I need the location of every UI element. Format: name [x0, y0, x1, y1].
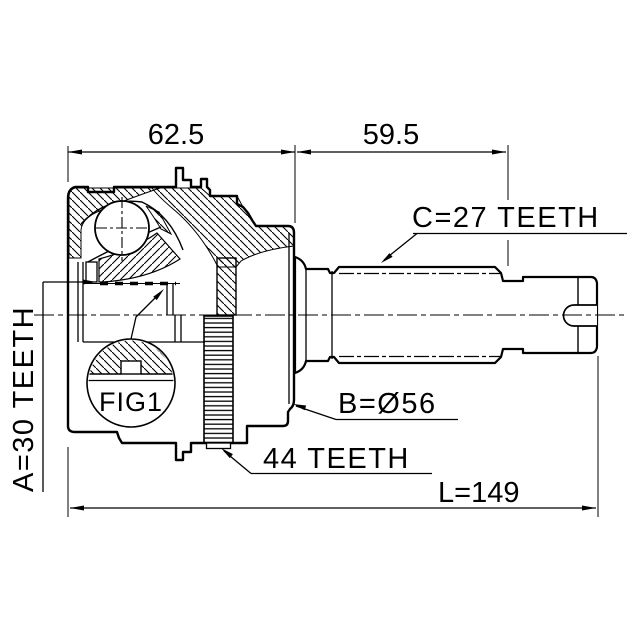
dim-arrow-left: [68, 149, 82, 155]
callout-inner-spline: A=30 TEETH: [8, 279, 96, 492]
inner-spline-label: A=30 TEETH: [8, 306, 40, 492]
fig1-spline-notch: [120, 360, 142, 375]
dim-arrow-left: [70, 505, 84, 511]
dim-arrow-right: [281, 149, 295, 155]
cage-curve: [141, 201, 184, 251]
dimension-overall-length: L=149: [67, 356, 599, 517]
body-diameter-label: B=Ø56: [338, 388, 437, 420]
abs-tone-ring: [203, 257, 237, 450]
cage-section: [145, 205, 173, 236]
snap-ring-block: [85, 261, 98, 283]
dim-shaft-section: 59.5: [363, 119, 419, 151]
fig1-detail: FIG1: [86, 289, 176, 428]
fig1-leader: [130, 292, 161, 340]
ring-teeth-band: [203, 315, 234, 444]
dim-overall-length: L=149: [438, 477, 519, 509]
leader-arrow: [293, 404, 307, 411]
dim-arrow-right: [492, 149, 506, 155]
leader-arrow: [83, 279, 96, 285]
fig1-label: FIG1: [99, 387, 163, 417]
housing-wall-hatch-right: [150, 187, 295, 268]
joint-internals: [77, 197, 205, 343]
dim-arrow-left: [297, 149, 311, 155]
callout-outer-spline: C=27 TEETH: [381, 202, 627, 263]
callout-abs-ring: 44 TEETH: [221, 443, 432, 475]
ring-foot: [205, 442, 232, 450]
ring-section: [216, 257, 237, 316]
leader-arrow: [221, 448, 233, 459]
callout-body-diameter: B=Ø56: [293, 388, 458, 421]
dimension-59-5: 59.5: [297, 119, 509, 266]
dim-housing-width: 62.5: [148, 119, 204, 151]
outer-spline-label: C=27 TEETH: [412, 202, 600, 234]
dimension-62-5: 62.5: [67, 119, 296, 223]
fig1-leader-arrow: [153, 289, 164, 301]
leader-arrow: [381, 253, 393, 263]
dim-arrow-right: [582, 505, 596, 511]
abs-ring-label: 44 TEETH: [263, 443, 410, 475]
